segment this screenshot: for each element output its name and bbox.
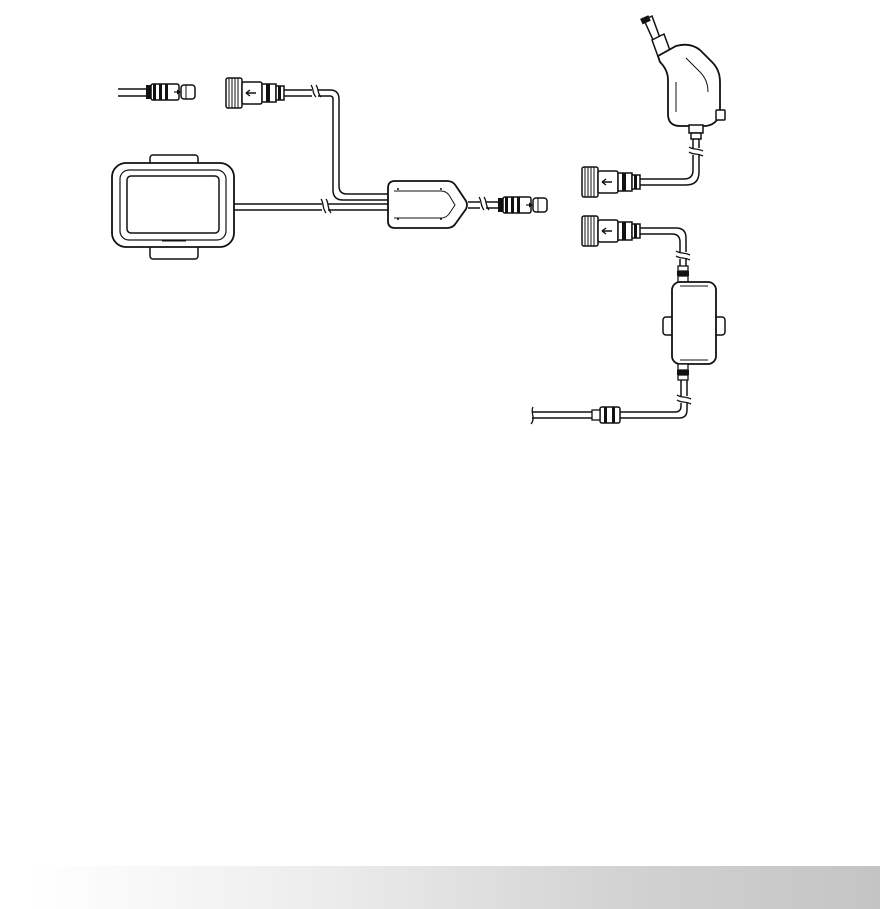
female-connector-right-lower: [582, 216, 690, 282]
female-connector-top: [226, 78, 390, 200]
inline-converter-box: [663, 282, 725, 404]
display-cable: [234, 199, 388, 213]
car-charger-plug: [640, 15, 725, 185]
female-connector-right-upper: [582, 167, 640, 197]
arrow-icon: [498, 197, 547, 213]
power-cable-end: [531, 403, 687, 424]
footer-bar: [30, 866, 880, 909]
arrow-icon: [146, 84, 195, 100]
display-unit: [112, 155, 234, 259]
junction-output-cable: [468, 197, 547, 213]
rear-input-cable: [118, 84, 195, 100]
junction-box: [388, 181, 467, 228]
